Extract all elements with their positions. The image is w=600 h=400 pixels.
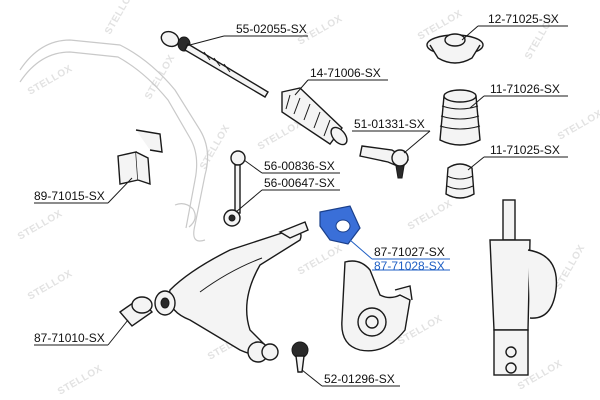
part-label-12-71025[interactable]: 12-71025-SX <box>488 12 559 26</box>
part-label-87-71028[interactable]: 87-71028-SX <box>374 259 445 273</box>
svg-text:STELLOX: STELLOX <box>143 53 177 101</box>
svg-text:STELLOX: STELLOX <box>56 363 104 397</box>
steering-boot <box>281 87 348 146</box>
part-label-14-71006[interactable]: 14-71006-SX <box>310 66 381 80</box>
strut-mount <box>426 33 484 64</box>
svg-text:STELLOX: STELLOX <box>16 208 64 242</box>
steering-knuckle <box>341 260 413 352</box>
bump-stop <box>445 163 475 199</box>
arm-bushing-rear <box>118 296 154 327</box>
part-label-56-00836[interactable]: 56-00836-SX <box>264 159 335 173</box>
svg-text:STELLOX: STELLOX <box>103 0 137 36</box>
part-label-89-71015[interactable]: 89-71015-SX <box>34 189 105 203</box>
part-label-87-71027[interactable]: 87-71027-SX <box>374 245 445 259</box>
stabilizer-bushing <box>117 129 163 185</box>
svg-text:STELLOX: STELLOX <box>556 108 600 142</box>
svg-text:STELLOX: STELLOX <box>26 63 74 97</box>
part-label-11-71026[interactable]: 11-71026-SX <box>490 82 560 96</box>
outer-tie-rod <box>359 145 410 179</box>
part-label-87-71010[interactable]: 87-71010-SX <box>34 331 105 345</box>
svg-text:STELLOX: STELLOX <box>296 243 344 277</box>
lower-control-arm <box>154 221 309 363</box>
arm-bushing-front-highlight <box>319 205 361 245</box>
stabilizer-link <box>223 150 246 227</box>
part-label-52-01296[interactable]: 52-01296-SX <box>324 372 395 386</box>
part-label-51-01331[interactable]: 51-01331-SX <box>354 117 425 131</box>
part-label-55-02055[interactable]: 55-02055-SX <box>236 22 307 36</box>
svg-text:STELLOX: STELLOX <box>198 123 232 171</box>
leader-lines <box>34 25 568 387</box>
part-label-11-71025[interactable]: 11-71025-SX <box>490 143 560 157</box>
bump-stop-boot <box>439 89 481 146</box>
svg-text:STELLOX: STELLOX <box>553 243 587 291</box>
ball-joint <box>291 341 309 373</box>
tie-rod-end <box>160 30 269 98</box>
part-label-56-00647[interactable]: 56-00647-SX <box>264 176 335 190</box>
svg-text:STELLOX: STELLOX <box>256 118 304 152</box>
stabilizer-bar <box>19 39 209 242</box>
svg-text:STELLOX: STELLOX <box>26 268 74 302</box>
shock-absorber <box>489 199 558 376</box>
svg-text:STELLOX: STELLOX <box>406 198 454 232</box>
